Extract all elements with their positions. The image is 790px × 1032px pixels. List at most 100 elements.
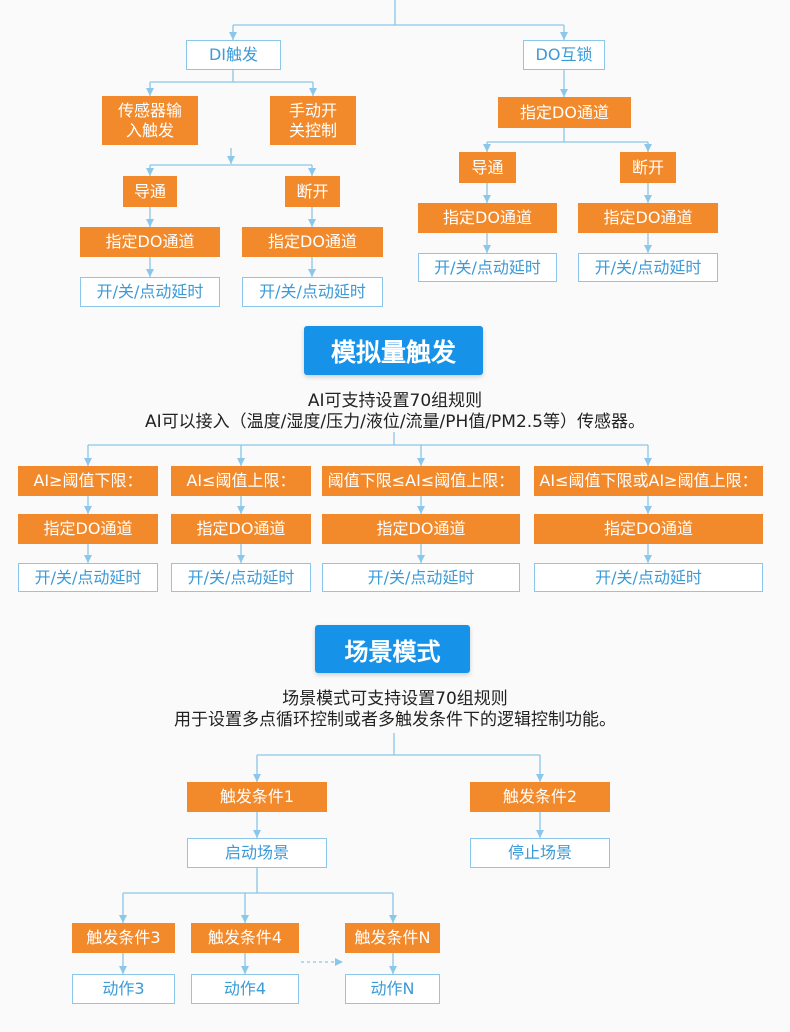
analog-description-line-2: AI可以接入（温度/湿度/压力/液位/流量/PH值/PM2.5等）传感器。 xyxy=(145,412,645,432)
ai-rule-2-action-box: 开/关/点动延时 xyxy=(171,563,311,592)
di-disconnect-label: 断开 xyxy=(296,181,329,201)
ai-rule-1-action-box: 开/关/点动延时 xyxy=(18,563,158,592)
di-trigger-label: DI触发 xyxy=(208,45,259,64)
channel-label: 指定DO通道 xyxy=(268,232,357,251)
action-label: 开/关/点动延时 xyxy=(434,257,541,277)
di-conducting-box: 导通 xyxy=(123,176,177,207)
trigger-label: 触发条件1 xyxy=(219,787,295,806)
di-disconnect-box: 断开 xyxy=(285,176,340,207)
action-n-box: 动作N xyxy=(345,974,440,1004)
scene-mode-title: 场景模式 xyxy=(315,625,470,673)
scene-description: 场景模式可支持设置70组规则 用于设置多点循环控制或者多触发条件下的逻辑控制功能… xyxy=(0,689,790,731)
action-label: 开/关/点动延时 xyxy=(259,282,366,301)
action-label: 开/关/点动延时 xyxy=(594,257,702,277)
do-disconnect-channel-box: 指定DO通道 xyxy=(578,203,718,233)
analog-trigger-title-text: 模拟量触发 xyxy=(330,337,456,367)
do-conducting-box: 导通 xyxy=(459,152,516,183)
channel-label: 指定DO通道 xyxy=(105,232,195,251)
do-interlock-label: DO互锁 xyxy=(535,45,593,64)
action-label: 开/关/点动延时 xyxy=(595,567,702,587)
do-conducting-channel-box: 指定DO通道 xyxy=(418,203,557,233)
analog-trigger-title: 模拟量触发 xyxy=(304,326,483,375)
action-label: 动作N xyxy=(370,979,415,998)
condition-label: AI≤阈值上限： xyxy=(186,471,296,490)
action-label: 动作3 xyxy=(102,979,145,998)
channel-label: 指定DO通道 xyxy=(520,102,609,122)
connector-line xyxy=(257,733,540,756)
scene-result-label: 停止场景 xyxy=(507,843,572,862)
do-interlock-box: DO互锁 xyxy=(523,40,605,70)
trigger-label: 触发条件4 xyxy=(207,928,283,947)
di-disconnect-channel-box: 指定DO通道 xyxy=(242,227,383,257)
trigger-condition-3-box: 触发条件3 xyxy=(72,923,175,953)
ai-rule-1-channel-box: 指定DO通道 xyxy=(18,514,158,544)
do-conducting-label: 导通 xyxy=(471,157,504,177)
analog-connectors xyxy=(84,432,652,563)
connector-line xyxy=(88,432,648,446)
scene-connectors xyxy=(119,733,544,974)
di-disconnect-action-box: 开/关/点动延时 xyxy=(242,277,383,307)
do-conducting-action-box: 开/关/点动延时 xyxy=(418,253,557,282)
scene-result-label: 启动场景 xyxy=(224,843,289,862)
manual-switch-control-box: 手动开 关控制 xyxy=(270,96,356,145)
trigger-condition-4-box: 触发条件4 xyxy=(191,923,299,953)
manual-switch-control-line-2: 关控制 xyxy=(288,120,337,140)
ai-rule-4-condition-box: AI≤阈值下限或AI≥阈值上限： xyxy=(534,466,763,496)
scene-description-line-1: 场景模式可支持设置70组规则 xyxy=(282,689,508,709)
connector-line xyxy=(233,0,564,26)
analog-description-line-1: AI可支持设置70组规则 xyxy=(307,391,483,411)
channel-label: 指定DO通道 xyxy=(604,519,693,538)
trigger-label: 触发条件3 xyxy=(86,928,161,947)
action-label: 开/关/点动延时 xyxy=(34,567,142,587)
connector-line xyxy=(150,70,313,83)
action-label: 开/关/点动延时 xyxy=(367,567,475,587)
action-label: 开/关/点动延时 xyxy=(187,567,295,587)
ai-rule-3-channel-box: 指定DO通道 xyxy=(322,514,520,544)
action-label: 动作4 xyxy=(223,979,267,998)
ai-rule-2-condition-box: AI≤阈值上限： xyxy=(171,466,311,496)
trigger-condition-n-box: 触发条件N xyxy=(345,923,440,953)
do-channel-box: 指定DO通道 xyxy=(498,97,631,128)
trigger-condition-2-box: 触发条件2 xyxy=(470,782,610,812)
sensor-input-trigger-line-2: 入触发 xyxy=(125,120,174,140)
connector-line xyxy=(123,868,393,894)
ai-rule-4-channel-box: 指定DO通道 xyxy=(534,514,763,544)
sensor-input-trigger-line-1: 传感器输 xyxy=(117,100,182,120)
channel-label: 指定DO通道 xyxy=(376,519,466,538)
trigger-label: 触发条件N xyxy=(354,928,431,947)
channel-label: 指定DO通道 xyxy=(43,519,133,538)
di-do-connectors xyxy=(146,0,652,277)
start-scene-box: 启动场景 xyxy=(187,838,327,868)
manual-switch-control-line-1: 手动开 xyxy=(288,100,337,120)
ai-rule-1-condition-box: AI≥阈值下限： xyxy=(18,466,158,496)
sensor-input-trigger-box: 传感器输 入触发 xyxy=(102,96,198,145)
do-disconnect-action-box: 开/关/点动延时 xyxy=(578,253,718,282)
do-disconnect-box: 断开 xyxy=(620,152,676,183)
action-3-box: 动作3 xyxy=(72,974,175,1004)
condition-label: 阈值下限≤AI≤阈值上限： xyxy=(327,471,515,490)
ai-rule-3-condition-box: 阈值下限≤AI≤阈值上限： xyxy=(322,466,520,496)
connector-line xyxy=(487,128,648,143)
stop-scene-box: 停止场景 xyxy=(470,838,610,868)
channel-label: 指定DO通道 xyxy=(603,208,693,227)
condition-label: AI≥阈值下限： xyxy=(33,471,143,490)
scene-description-line-2: 用于设置多点循环控制或者多触发条件下的逻辑控制功能。 xyxy=(174,710,616,730)
action-label: 开/关/点动延时 xyxy=(96,282,204,301)
trigger-condition-1-box: 触发条件1 xyxy=(187,782,327,812)
analog-description: AI可支持设置70组规则 AI可以接入（温度/湿度/压力/液位/流量/PH值/P… xyxy=(0,391,790,433)
di-conducting-channel-box: 指定DO通道 xyxy=(80,227,220,257)
channel-label: 指定DO通道 xyxy=(196,519,286,538)
di-trigger-box: DI触发 xyxy=(186,40,281,70)
action-4-box: 动作4 xyxy=(191,974,299,1004)
ai-rule-4-action-box: 开/关/点动延时 xyxy=(534,563,763,592)
trigger-label: 触发条件2 xyxy=(502,787,578,806)
di-conducting-label: 导通 xyxy=(133,181,166,201)
di-conducting-action-box: 开/关/点动延时 xyxy=(80,277,220,307)
condition-label: AI≤阈值下限或AI≥阈值上限： xyxy=(539,471,758,490)
do-disconnect-label: 断开 xyxy=(631,157,664,177)
scene-mode-title-text: 场景模式 xyxy=(344,637,441,666)
ai-rule-3-action-box: 开/关/点动延时 xyxy=(322,563,520,592)
channel-label: 指定DO通道 xyxy=(443,208,532,227)
